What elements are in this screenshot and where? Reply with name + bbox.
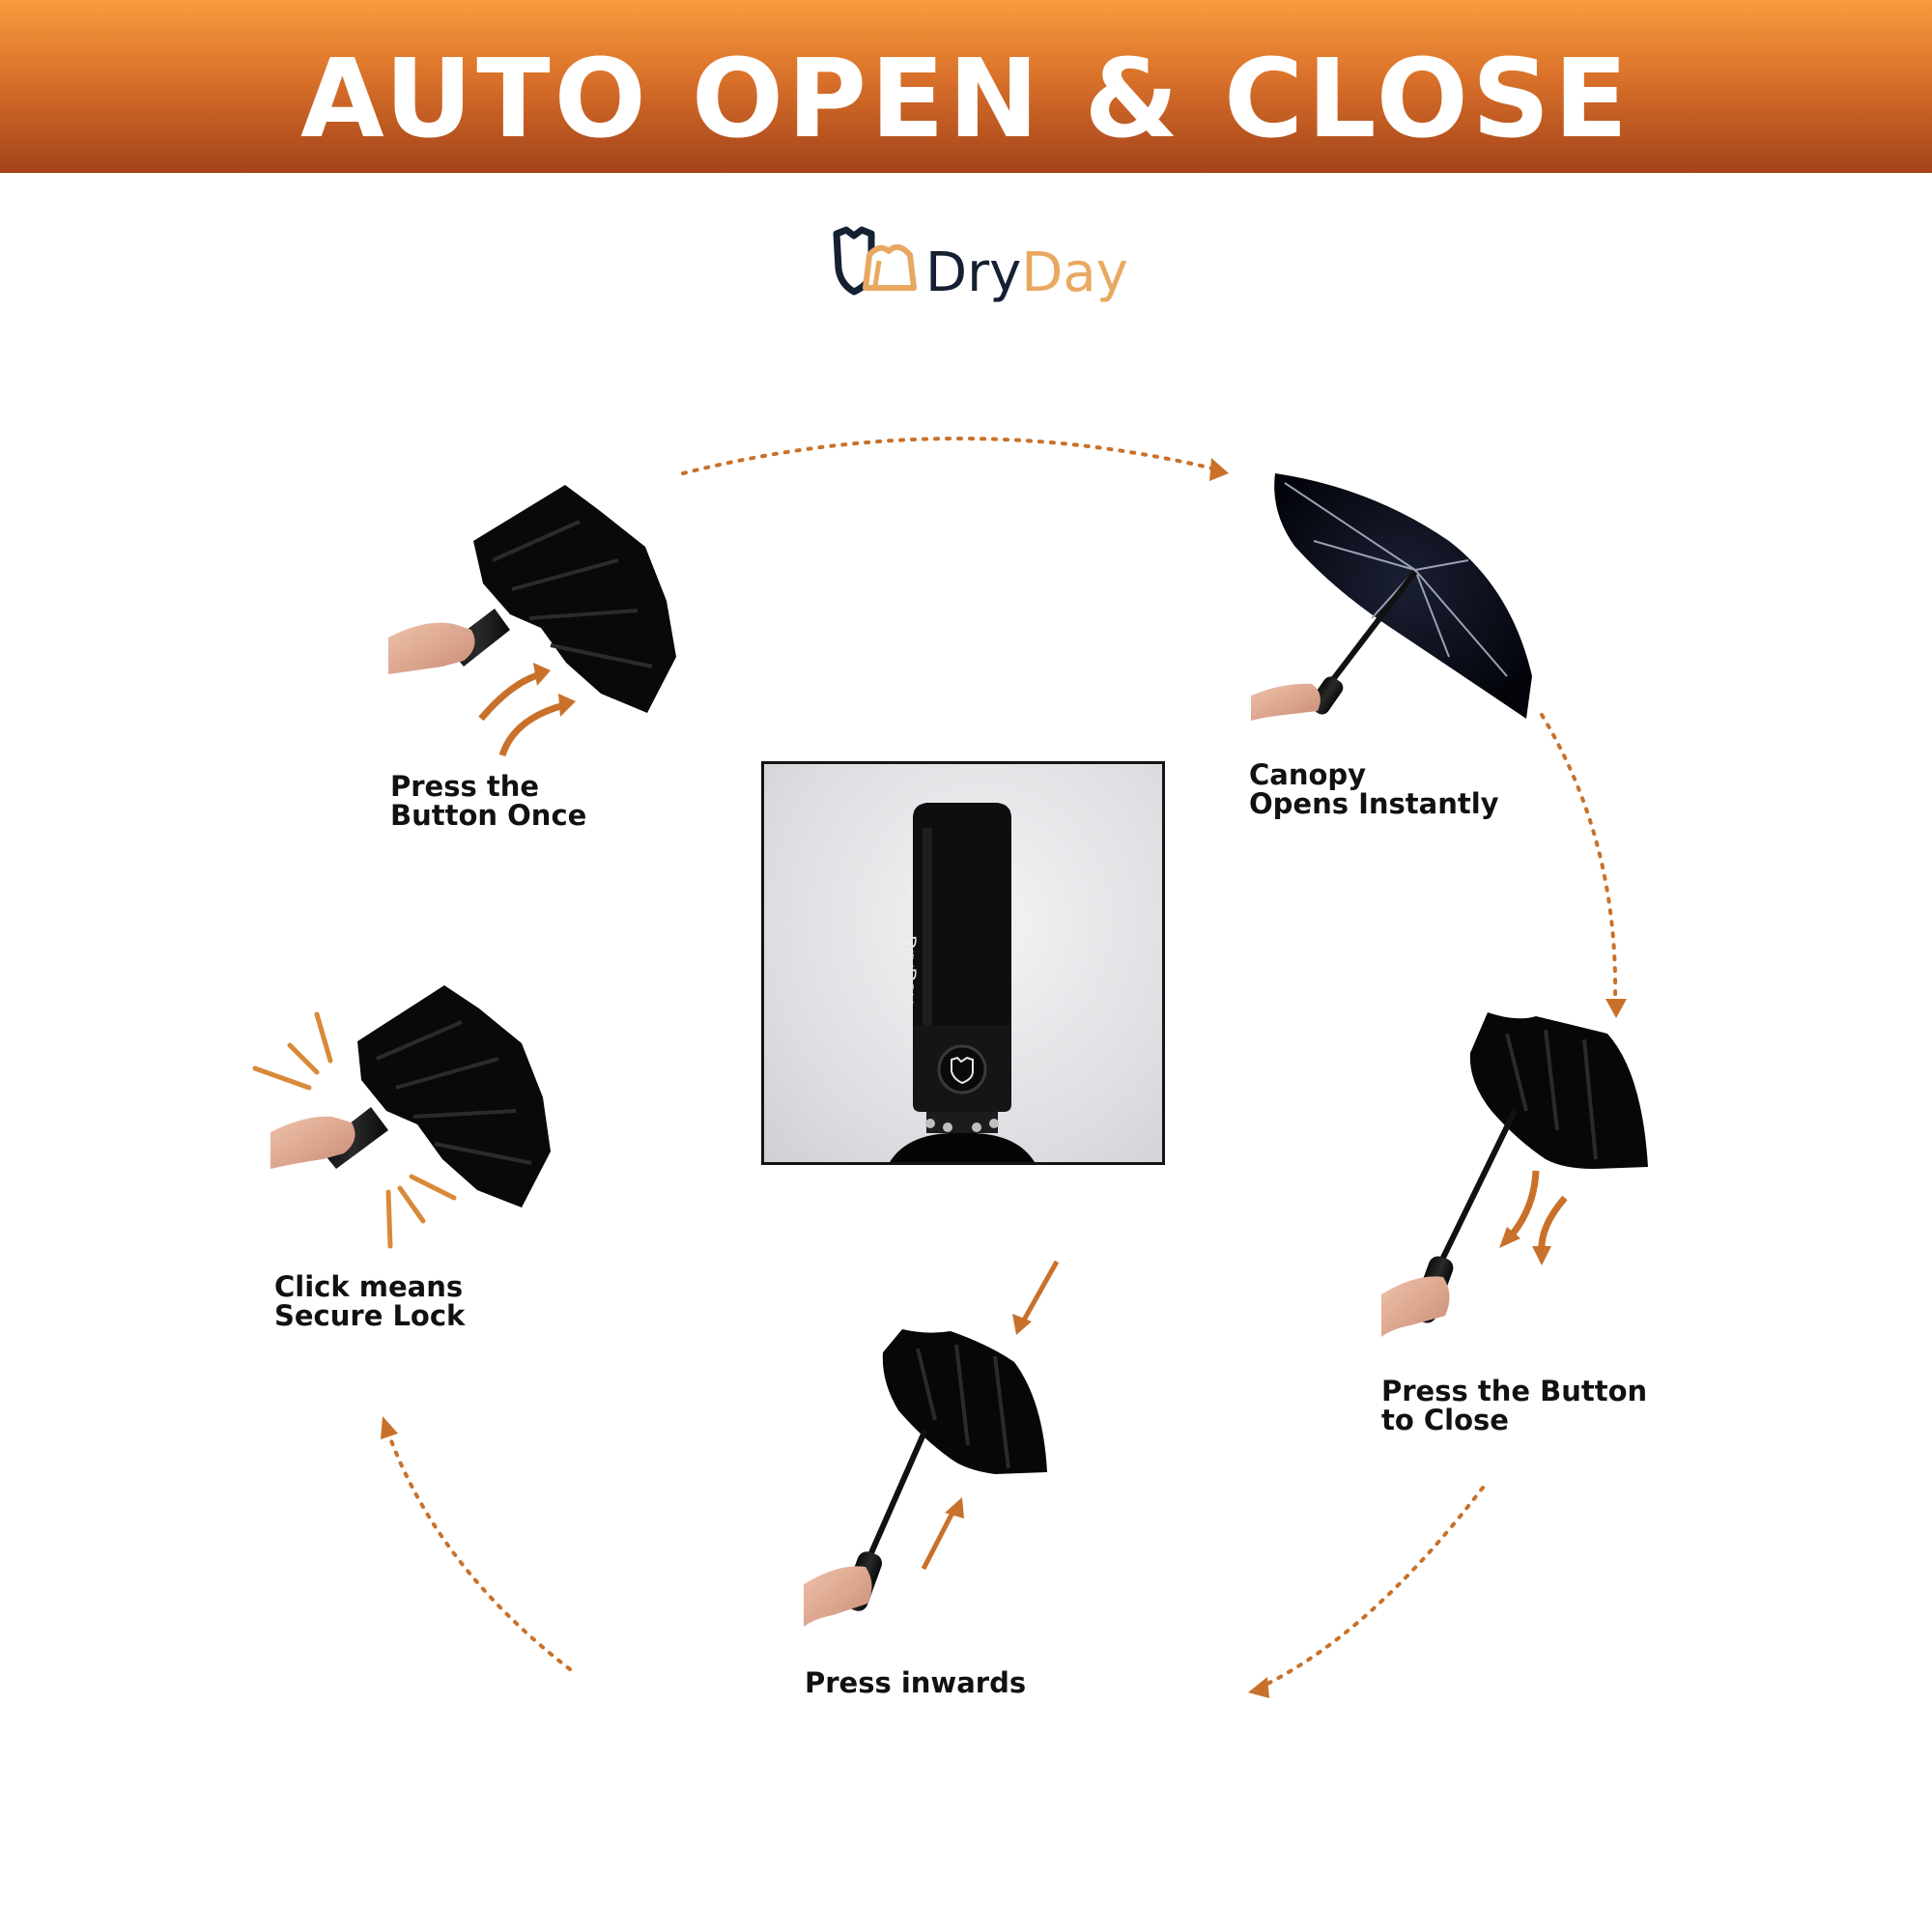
handle-brand-text: DryDay: [898, 935, 920, 1005]
inward-motion-arrow-bottom: [921, 1507, 957, 1571]
step-canopy-opens-line1: Canopy: [1249, 758, 1366, 791]
umbrella-shaft: [1328, 570, 1418, 684]
step-click-secure-lock-line1: Click means: [274, 1270, 463, 1303]
step-press-button-once-line2: Button Once: [390, 799, 586, 832]
arrow-head-top: [1209, 458, 1229, 481]
flow-arrow-left: [384, 1426, 572, 1671]
click-burst-lines: [252, 1011, 457, 1249]
step-press-button-close-illustration: [1381, 1012, 1648, 1337]
step-press-button-close-line2: to Close: [1381, 1404, 1509, 1436]
inverted-umbrella-canopy: [882, 1329, 1047, 1474]
arrow-head-left: [381, 1416, 398, 1439]
folded-umbrella-canopy: [473, 485, 676, 713]
shield-umbrella-icon: [833, 226, 917, 296]
hand: [388, 622, 475, 674]
inverted-umbrella-canopy: [1469, 1012, 1648, 1169]
flow-arrow-heads: [381, 458, 1627, 1698]
umbrella-shaft: [867, 1428, 928, 1559]
open-umbrella-canopy: [1274, 473, 1532, 719]
umbrella-handle-icon: [890, 803, 1035, 1162]
folded-umbrella-canopy: [357, 985, 551, 1208]
step-press-button-close-line1: Press the Button: [1381, 1375, 1647, 1407]
step-press-button-once-line1: Press the: [390, 770, 539, 803]
step-click-secure-lock-line2: Secure Lock: [274, 1299, 466, 1332]
banner-title: AUTO OPEN & CLOSE: [300, 37, 1632, 162]
flow-arrow-bottom-right: [1262, 1486, 1485, 1688]
umbrella-shaft: [1436, 1109, 1518, 1267]
inward-motion-arrow-top: [1019, 1260, 1060, 1325]
hand: [804, 1566, 872, 1627]
step-canopy-opens-line2: Opens Instantly: [1249, 787, 1499, 820]
step-press-inwards-line1: Press inwards: [805, 1666, 1026, 1699]
press-motion-arrow: [478, 670, 543, 722]
hand: [1251, 683, 1321, 721]
brand-name: DryDay: [925, 242, 1128, 304]
hand: [270, 1116, 355, 1169]
brand-name-dry: Dry: [925, 242, 1022, 304]
close-motion-arrow: [1504, 1170, 1540, 1243]
flow-arrow-top: [681, 437, 1219, 475]
arrow-head-right: [1605, 999, 1627, 1018]
step-canopy-opens-illustration: [1251, 473, 1532, 721]
flow-arrow-right: [1540, 713, 1618, 1002]
step-click-secure-lock-illustration: [252, 985, 551, 1249]
title-banner: AUTO OPEN & CLOSE: [0, 0, 1932, 173]
flow-arrows: [384, 437, 1618, 1688]
product-closeup-frame: [761, 761, 1165, 1165]
hand: [1381, 1276, 1450, 1337]
brand-name-day: Day: [1021, 242, 1128, 304]
step-press-inwards-illustration: [804, 1260, 1060, 1627]
arrow-head-bottom-right: [1248, 1677, 1269, 1698]
brand-logo: DryDay: [833, 220, 1142, 317]
step-press-button-once-illustration: [388, 485, 676, 757]
